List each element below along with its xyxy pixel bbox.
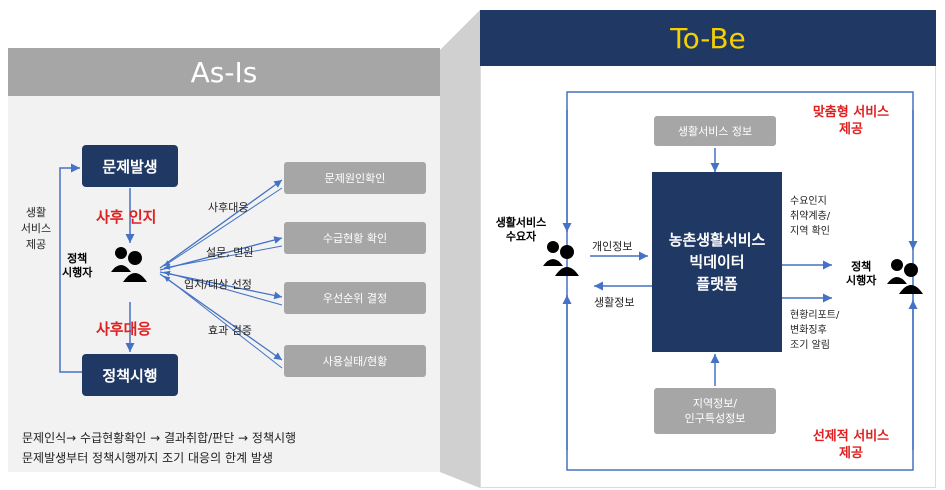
service-side-label: 생활 서비스 제공 bbox=[20, 206, 52, 251]
problem-box: 문제발생 bbox=[82, 145, 178, 187]
tobe-header: To-Be bbox=[480, 10, 936, 66]
demand-recognition-label: 수요인지 취약계층/ 지역 확인 bbox=[790, 196, 831, 237]
asis-header: As-Is bbox=[8, 48, 440, 96]
response-label: 사후대응 bbox=[96, 320, 152, 338]
people-icon bbox=[887, 259, 923, 294]
footer-line-1: 문제인식→ 수급현황확인 → 결과취합/판단 → 정책시행 bbox=[22, 431, 297, 445]
branch-label-4: 효과 검증 bbox=[208, 324, 252, 337]
platform-box: 농촌생활서비스 빅데이터 플랫폼 bbox=[652, 172, 782, 352]
branch-label-1: 사후대응 bbox=[208, 201, 249, 214]
people-icon bbox=[111, 247, 147, 282]
tobe-right-actor-label: 정책 시행자 bbox=[846, 260, 877, 287]
branch-label-3: 입지/대상 선정 bbox=[184, 278, 252, 291]
people-icon bbox=[543, 241, 579, 276]
tobe-left-actor-label: 생활서비스 수요자 bbox=[495, 216, 547, 243]
asis-title: As-Is bbox=[190, 55, 258, 89]
status-report-label: 현황리포트/ 변화징후 조기 알림 bbox=[790, 310, 840, 351]
asis-actor-label: 정책 시행자 bbox=[62, 252, 93, 279]
branch-label-2: 설문, 면원 bbox=[206, 246, 254, 259]
footer-line-2: 문제발생부터 정책시행까지 조기 대응의 한계 발생 bbox=[22, 451, 273, 465]
policy-box: 정책시행 bbox=[82, 354, 178, 396]
asis-panel bbox=[8, 48, 440, 472]
recognition-label: 사후 인지 bbox=[96, 208, 157, 226]
service-info-box: 생활서비스 정보 bbox=[654, 116, 776, 146]
proactive-service-label: 선제적 서비스 제공 bbox=[812, 429, 890, 461]
branch-box-3: 우선순위 결정 bbox=[284, 282, 426, 314]
branch-box-4: 사용실태/현황 bbox=[284, 345, 426, 377]
branch-box-1: 문제원인확인 bbox=[284, 162, 426, 194]
life-info-label: 생활정보 bbox=[594, 296, 635, 309]
custom-service-label: 맞춤형 서비스 제공 bbox=[812, 105, 890, 137]
personal-info-label: 개인정보 bbox=[592, 240, 633, 253]
region-info-box: 지역정보/ 인구특성정보 bbox=[654, 388, 776, 434]
branch-box-2: 수급현황 확인 bbox=[284, 222, 426, 254]
tobe-title: To-Be bbox=[670, 21, 746, 55]
